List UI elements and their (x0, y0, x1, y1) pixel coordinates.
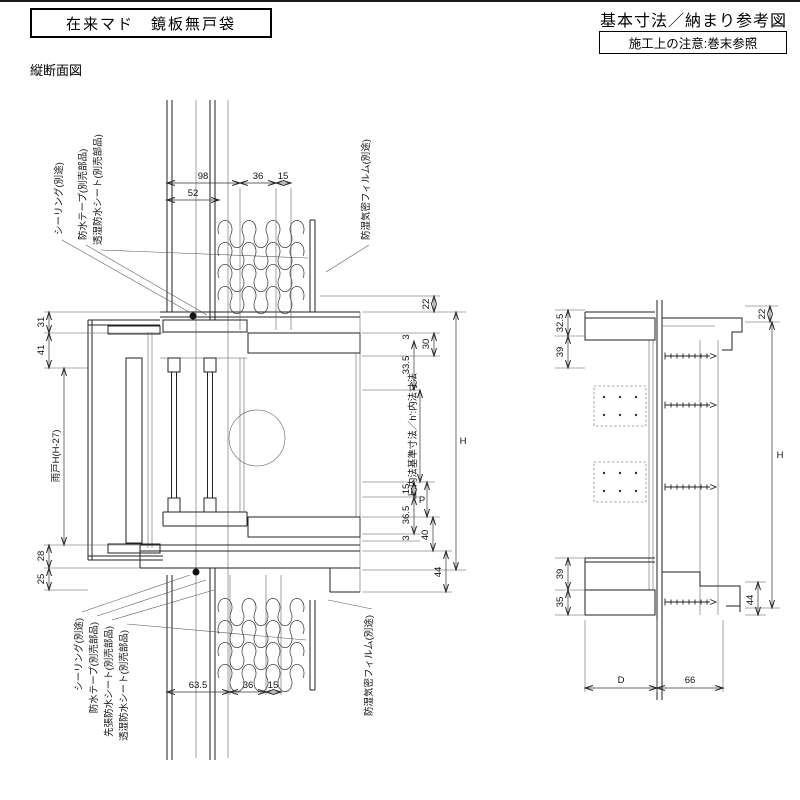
dim-31: 31 (36, 317, 47, 328)
exterior-cladding-sill (247, 516, 361, 538)
dim-35: 35 (555, 597, 566, 608)
left-labels: シーリング(別途) 防水テープ(別売部品) 透湿防水シート(別売部品) 防湿気密… (53, 134, 375, 741)
construction-note: 施工上の注意:巻末参照 (628, 37, 758, 51)
fastener-holes-lower (602, 471, 638, 493)
dim-3-b: 3 (401, 535, 412, 540)
dim-h: H (460, 436, 467, 447)
dim-22: 22 (421, 299, 432, 310)
construction-note-box: 施工上の注意:巻末参照 (599, 31, 787, 54)
label-inner-dim: 上:内法基準寸法／h':内法寸法 (407, 373, 419, 499)
dim-15-top: 15 (278, 171, 289, 182)
right-structure (584, 300, 743, 700)
exterior-cladding-head (247, 332, 361, 354)
dim-52: 52 (188, 188, 199, 199)
label-tape-btm: 防水テープ(別売部品) (88, 622, 100, 713)
head-flashing (662, 317, 743, 351)
dim-41: 41 (36, 345, 47, 356)
sealing-dot-sill (192, 568, 200, 576)
label-sheet-btm: 透湿防水シート(別売部品) (118, 630, 130, 741)
dim-36-top: 36 (253, 171, 264, 182)
dim-25: 25 (36, 574, 47, 585)
dim-32-5: 32.5 (555, 314, 566, 333)
label-sheet-top: 透湿防水シート(別売部品) (92, 134, 104, 245)
handle-circle (228, 409, 286, 467)
label-sakibari-btm: 先張防水シート(別売部品) (103, 626, 115, 737)
sill-flashing (662, 571, 741, 607)
section-view-label: 縦断面図 (30, 63, 83, 78)
reference-title: 基本寸法／納まり参考図 (599, 13, 787, 30)
sill-frame-section (584, 589, 656, 616)
dim-36-5: 36.5 (401, 506, 412, 525)
label-film-btm: 防湿気密フィルム(別途) (363, 615, 375, 716)
dim-h-right: H (777, 450, 784, 461)
dim-66: 66 (685, 675, 696, 686)
dim-63-5: 63.5 (189, 680, 208, 691)
dim-28: 28 (36, 551, 47, 562)
label-sealing-top: シーリング(別途) (53, 162, 65, 235)
left-dimensions: 98 36 15 52 63.5 36 15 31 41 雨戸H(H-27) 2… (36, 171, 467, 695)
dim-40: 40 (420, 530, 431, 541)
dim-36-btm: 36 (243, 680, 254, 691)
head-frame-section (584, 317, 656, 341)
top-rule (0, 0, 800, 2)
insulation-batts-bottom (217, 597, 305, 693)
label-amado-h: 雨戸H(H-27) (51, 430, 62, 483)
fastener-holes-upper (602, 395, 638, 417)
mirror-board (125, 357, 143, 544)
dim-15-right: 15 (401, 484, 412, 495)
label-tape-top: 防水テープ(別売部品) (77, 149, 89, 240)
dim-44: 44 (433, 567, 444, 578)
right-dimensions: 32.5 39 39 35 22 H 44 D 66 (555, 306, 784, 692)
dim-98: 98 (198, 171, 209, 182)
dim-39-top: 39 (555, 347, 566, 358)
left-frame-structure (87, 311, 361, 593)
label-film-top: 防湿気密フィルム(別途) (360, 139, 372, 240)
dim-33-5: 33.5 (401, 356, 412, 375)
dim-p: P (419, 495, 425, 506)
dim-22-right: 22 (757, 309, 768, 320)
dim-39-btm: 39 (555, 569, 566, 580)
dim-44-right: 44 (745, 595, 756, 606)
label-sealing-btm: シーリング(別途) (73, 618, 85, 691)
dim-d: D (618, 675, 625, 686)
screws (661, 352, 717, 606)
left-wall-structure (166, 100, 316, 760)
dim-30: 30 (421, 339, 432, 350)
dim-15-btm: 15 (268, 680, 279, 691)
drawing-title: 在来マド 鏡板無戸袋 (65, 15, 236, 33)
drawing-title-box: 在来マド 鏡板無戸袋 (30, 8, 272, 38)
dim-3-a: 3 (401, 334, 412, 339)
sealing-dot-head (189, 312, 197, 320)
